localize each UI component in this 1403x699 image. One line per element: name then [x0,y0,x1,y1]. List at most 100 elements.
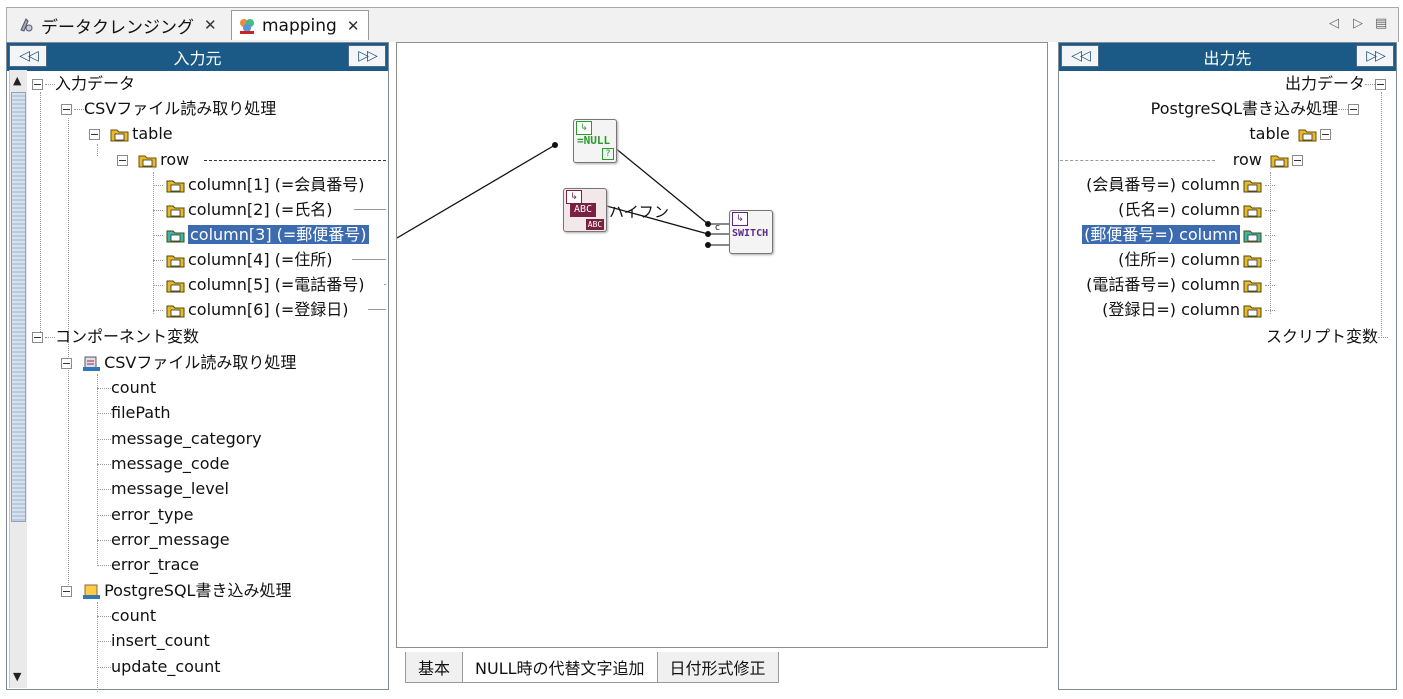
csv-component-node[interactable]: CSVファイル読み取り処理 [61,350,296,375]
output-panel: 出力先 ◁◁ ▷▷ [1058,42,1397,690]
expand-all-button[interactable]: ▷▷ [1356,45,1394,67]
csv-var-item[interactable]: error_type [97,502,193,527]
script-vars-node[interactable]: スクリプト変数 [1266,324,1388,349]
scroll-up-icon[interactable]: ▲ [13,74,22,87]
collapse-toggle-icon[interactable] [1320,129,1331,140]
mapping-canvas[interactable]: ↳ =NULL ? ↳ ABC ABC ハイフン ↳ SWITCH c [396,42,1048,648]
null-function-sub: ? [602,148,614,160]
input-column-4[interactable]: column[4] (=住所) [153,247,333,272]
collapse-toggle-icon[interactable] [1292,155,1303,166]
output-column-6[interactable]: (登録日=) column [1102,297,1275,322]
input-column-5[interactable]: column[5] (=電話番号) [153,272,365,297]
input-port-icon: ↳ [732,212,748,226]
folder-element-icon [166,255,185,268]
collapse-toggle-icon[interactable] [61,586,72,597]
tab-data-cleansing[interactable]: データクレンジング ✕ [11,10,229,40]
folder-element-icon [166,180,185,193]
link-null-to-switch [602,137,709,225]
folder-element-icon [166,305,185,318]
folder-element-icon [166,280,185,293]
sheet-tab-basic[interactable]: 基本 [405,652,464,683]
null-function-node[interactable]: ↳ =NULL ? [573,119,617,163]
sheet-tab-date-format[interactable]: 日付形式修正 [656,652,779,683]
output-row-node[interactable]: row [1233,147,1305,172]
folder-element-icon [110,129,129,142]
csv-var-item[interactable]: message_category [97,426,262,451]
component-vars-root[interactable]: コンポーネント変数 [32,324,199,349]
collapse-toggle-icon[interactable] [117,155,128,166]
output-column-4[interactable]: (住所=) column [1118,247,1275,272]
folder-element-icon [1243,280,1262,293]
close-icon[interactable]: ✕ [346,16,360,35]
input-column-6[interactable]: column[6] (=登録日) [153,297,349,322]
csv-var-item[interactable]: message_level [97,476,229,501]
csv-var-item[interactable]: error_message [97,527,230,552]
pg-var-item[interactable]: insert_count [97,628,210,653]
output-table-node[interactable]: table [1249,121,1333,146]
input-column-1[interactable]: column[1] (=会員番号) [153,172,365,197]
constant-sub: ABC [586,219,604,230]
expand-all-button[interactable]: ▷▷ [348,45,386,67]
tab-label: mapping [262,15,337,36]
link-const-to-switch [602,204,709,235]
input-csv-source[interactable]: CSVファイル読み取り処理 [61,96,276,121]
scroll-down-icon[interactable]: ▼ [13,670,22,683]
mapping-icon [240,18,254,34]
sheet-tab-null-replace[interactable]: NULL時の代替文字追加 [462,652,658,683]
constant-name: ハイフン [609,203,670,221]
input-row-node[interactable]: row [117,147,189,172]
output-column-1[interactable]: (会員番号=) column [1086,172,1275,197]
collapse-all-button[interactable]: ◁◁ [9,45,47,67]
csv-var-item[interactable]: error_trace [97,552,199,577]
input-panel-header: 入力元 [7,43,388,71]
pg-var-item[interactable]: count [97,603,156,628]
row-mapping-line [204,160,386,161]
pg-component-node[interactable]: PostgreSQL書き込み処理 [61,578,291,603]
folder-element-icon [1243,180,1262,193]
column-connector [368,309,386,310]
postgres-writer-icon [83,584,101,599]
folder-element-icon [1243,230,1262,243]
collapse-toggle-icon[interactable] [32,79,43,90]
csv-var-item[interactable]: count [97,375,156,400]
input-table-node[interactable]: table [89,121,173,146]
input-panel-title: 入力元 [173,49,222,68]
output-column-3[interactable]: (郵便番号=) column [1082,222,1275,247]
input-column-3[interactable]: column[3] (=郵便番号) [153,222,369,247]
tab-left-arrow-icon[interactable]: ◁ [1329,16,1339,31]
folder-element-icon [1298,129,1317,142]
input-data-root[interactable]: 入力データ [32,71,135,96]
tab-list-icon[interactable]: ▤ [1375,16,1388,31]
input-port-icon: ↳ [576,121,592,135]
scroll-thumb[interactable] [11,92,26,522]
collapse-toggle-icon[interactable] [89,129,100,140]
csv-var-item[interactable]: message_code [97,451,230,476]
close-icon[interactable]: ✕ [204,16,217,34]
column-connector [354,209,386,210]
collapse-toggle-icon[interactable] [61,104,72,115]
column-connector [384,284,386,285]
csv-var-item[interactable]: filePath [97,400,171,425]
collapse-toggle-icon[interactable] [1348,104,1359,115]
output-column-5[interactable]: (電話番号=) column [1086,272,1275,297]
output-data-root[interactable]: 出力データ [1285,71,1388,96]
collapse-toggle-icon[interactable] [32,332,43,343]
folder-element-icon [138,155,157,168]
constant-label: ABC [570,203,596,217]
tab-mapping[interactable]: mapping ✕ [231,10,369,40]
collapse-toggle-icon[interactable] [61,358,72,369]
collapse-all-button[interactable]: ◁◁ [1061,45,1099,67]
output-pg-target[interactable]: PostgreSQL書き込み処理 [1151,96,1361,121]
switch-node[interactable]: ↳ SWITCH [729,210,773,254]
input-scrollbar[interactable]: ▲ ▼ [9,70,27,688]
collapse-toggle-icon[interactable] [1375,79,1386,90]
folder-element-icon [166,230,185,243]
tab-right-arrow-icon[interactable]: ▷ [1353,16,1363,31]
pg-var-item[interactable]: update_count [97,654,221,679]
input-column-2[interactable]: column[2] (=氏名) [153,197,333,222]
folder-element-icon [1270,155,1289,168]
output-row-mapping-line [1060,160,1215,161]
constant-node[interactable]: ↳ ABC ABC [563,188,607,232]
mapping-lines [397,137,729,248]
output-column-2[interactable]: (氏名=) column [1118,197,1275,222]
